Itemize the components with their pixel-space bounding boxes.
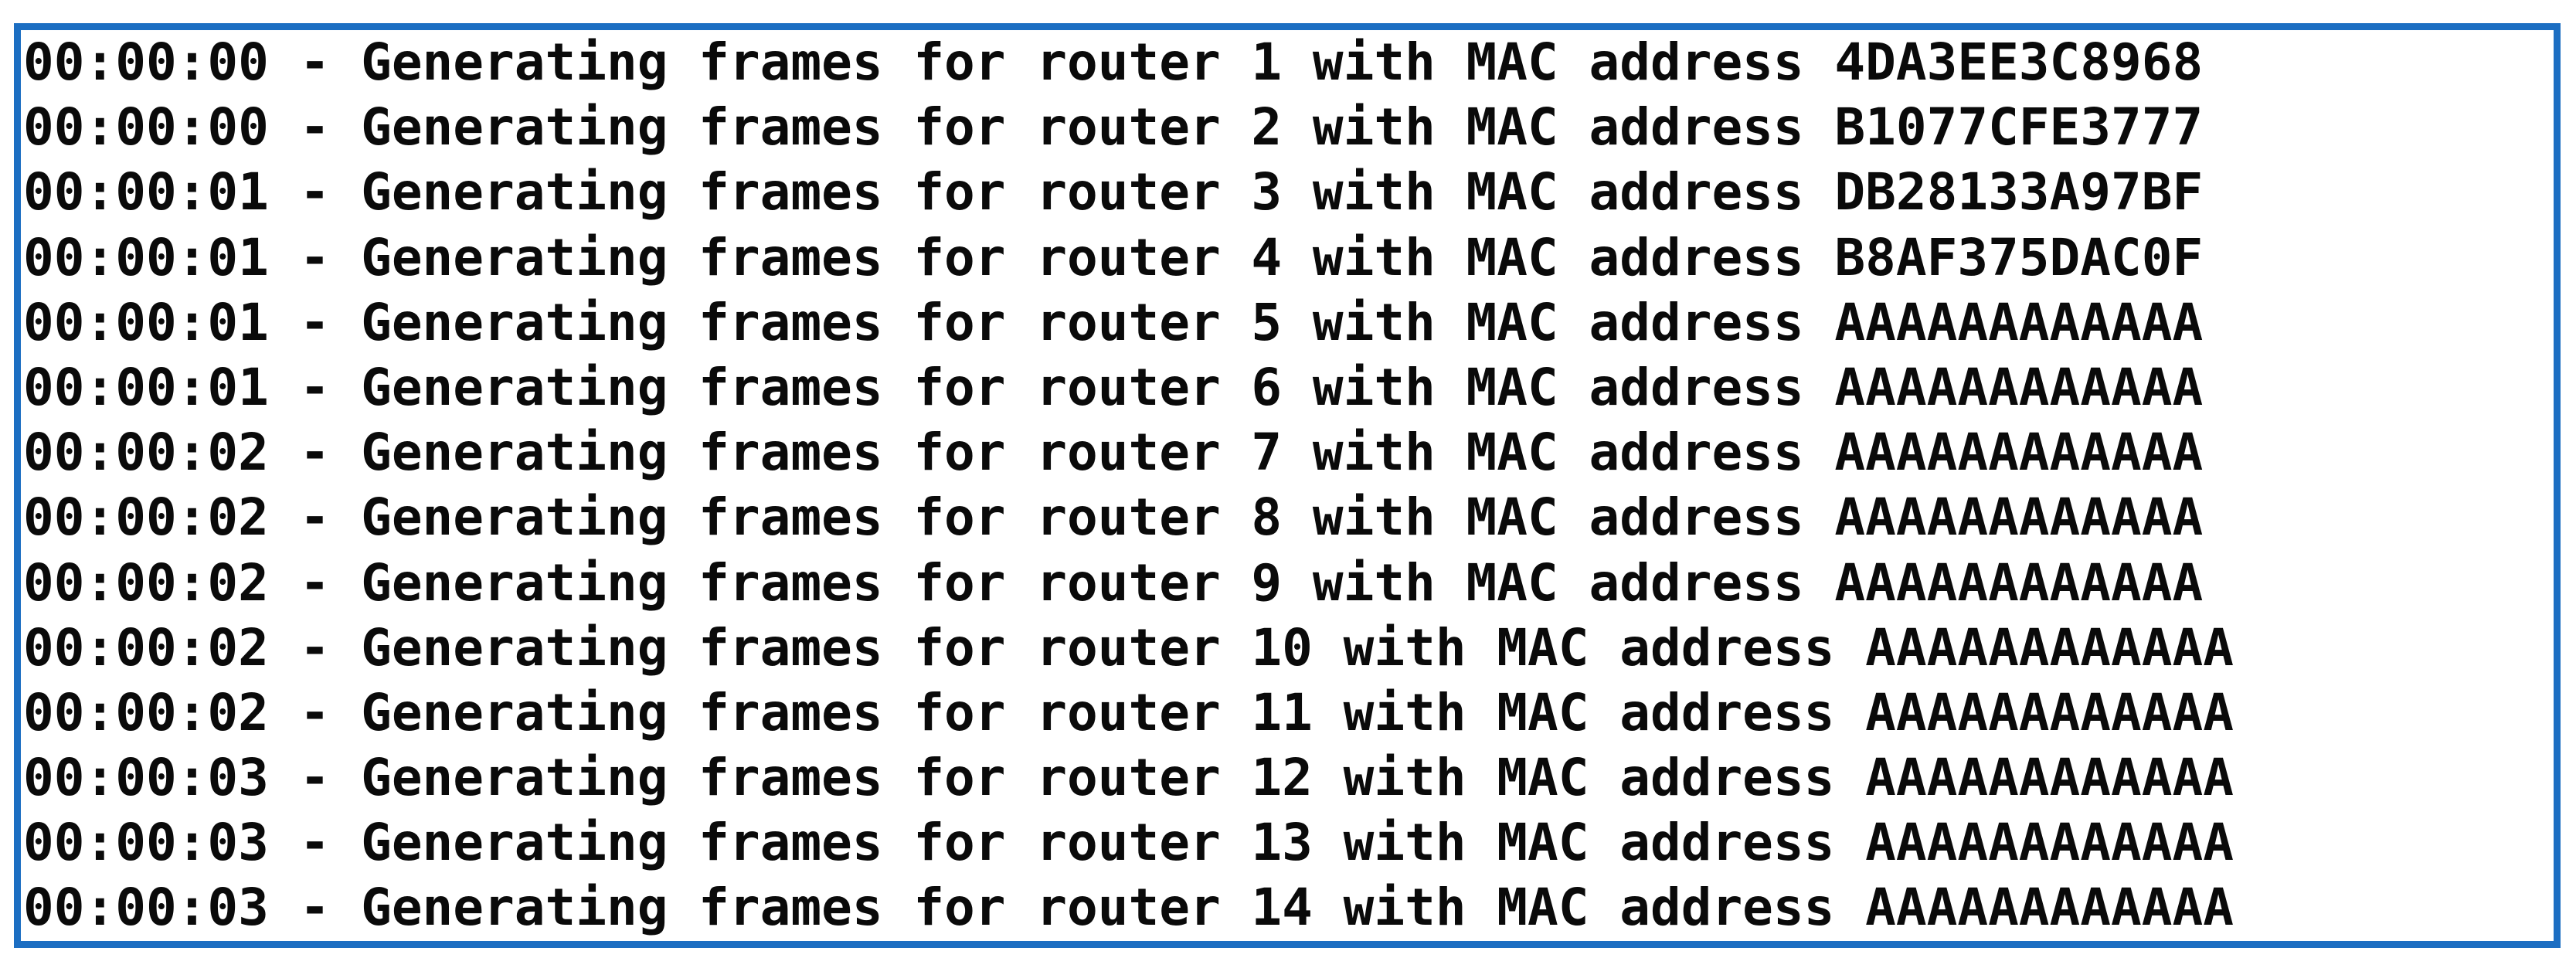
log-line: 00:00:02 - Generating frames for router … (23, 423, 2204, 483)
log-line: 00:00:02 - Generating frames for router … (23, 682, 2234, 742)
log-line: 00:00:02 - Generating frames for router … (23, 617, 2234, 678)
log-line: 00:00:03 - Generating frames for router … (23, 813, 2234, 873)
log-line: 00:00:01 - Generating frames for router … (23, 292, 2204, 352)
log-line: 00:00:01 - Generating frames for router … (23, 162, 2204, 222)
log-line: 00:00:02 - Generating frames for router … (23, 487, 2204, 548)
log-line: 00:00:03 - Generating frames for router … (23, 878, 2234, 938)
log-line: 00:00:01 - Generating frames for router … (23, 357, 2204, 417)
console-output-frame: 00:00:00 - Generating frames for router … (14, 23, 2561, 948)
log-line: 00:00:03 - Generating frames for router … (23, 748, 2234, 808)
log-line: 00:00:00 - Generating frames for router … (23, 32, 2204, 92)
console-log-body: 00:00:00 - Generating frames for router … (21, 30, 2554, 941)
log-line: 00:00:01 - Generating frames for router … (23, 227, 2204, 287)
log-line: 00:00:00 - Generating frames for router … (23, 97, 2204, 158)
log-line: 00:00:02 - Generating frames for router … (23, 552, 2204, 613)
